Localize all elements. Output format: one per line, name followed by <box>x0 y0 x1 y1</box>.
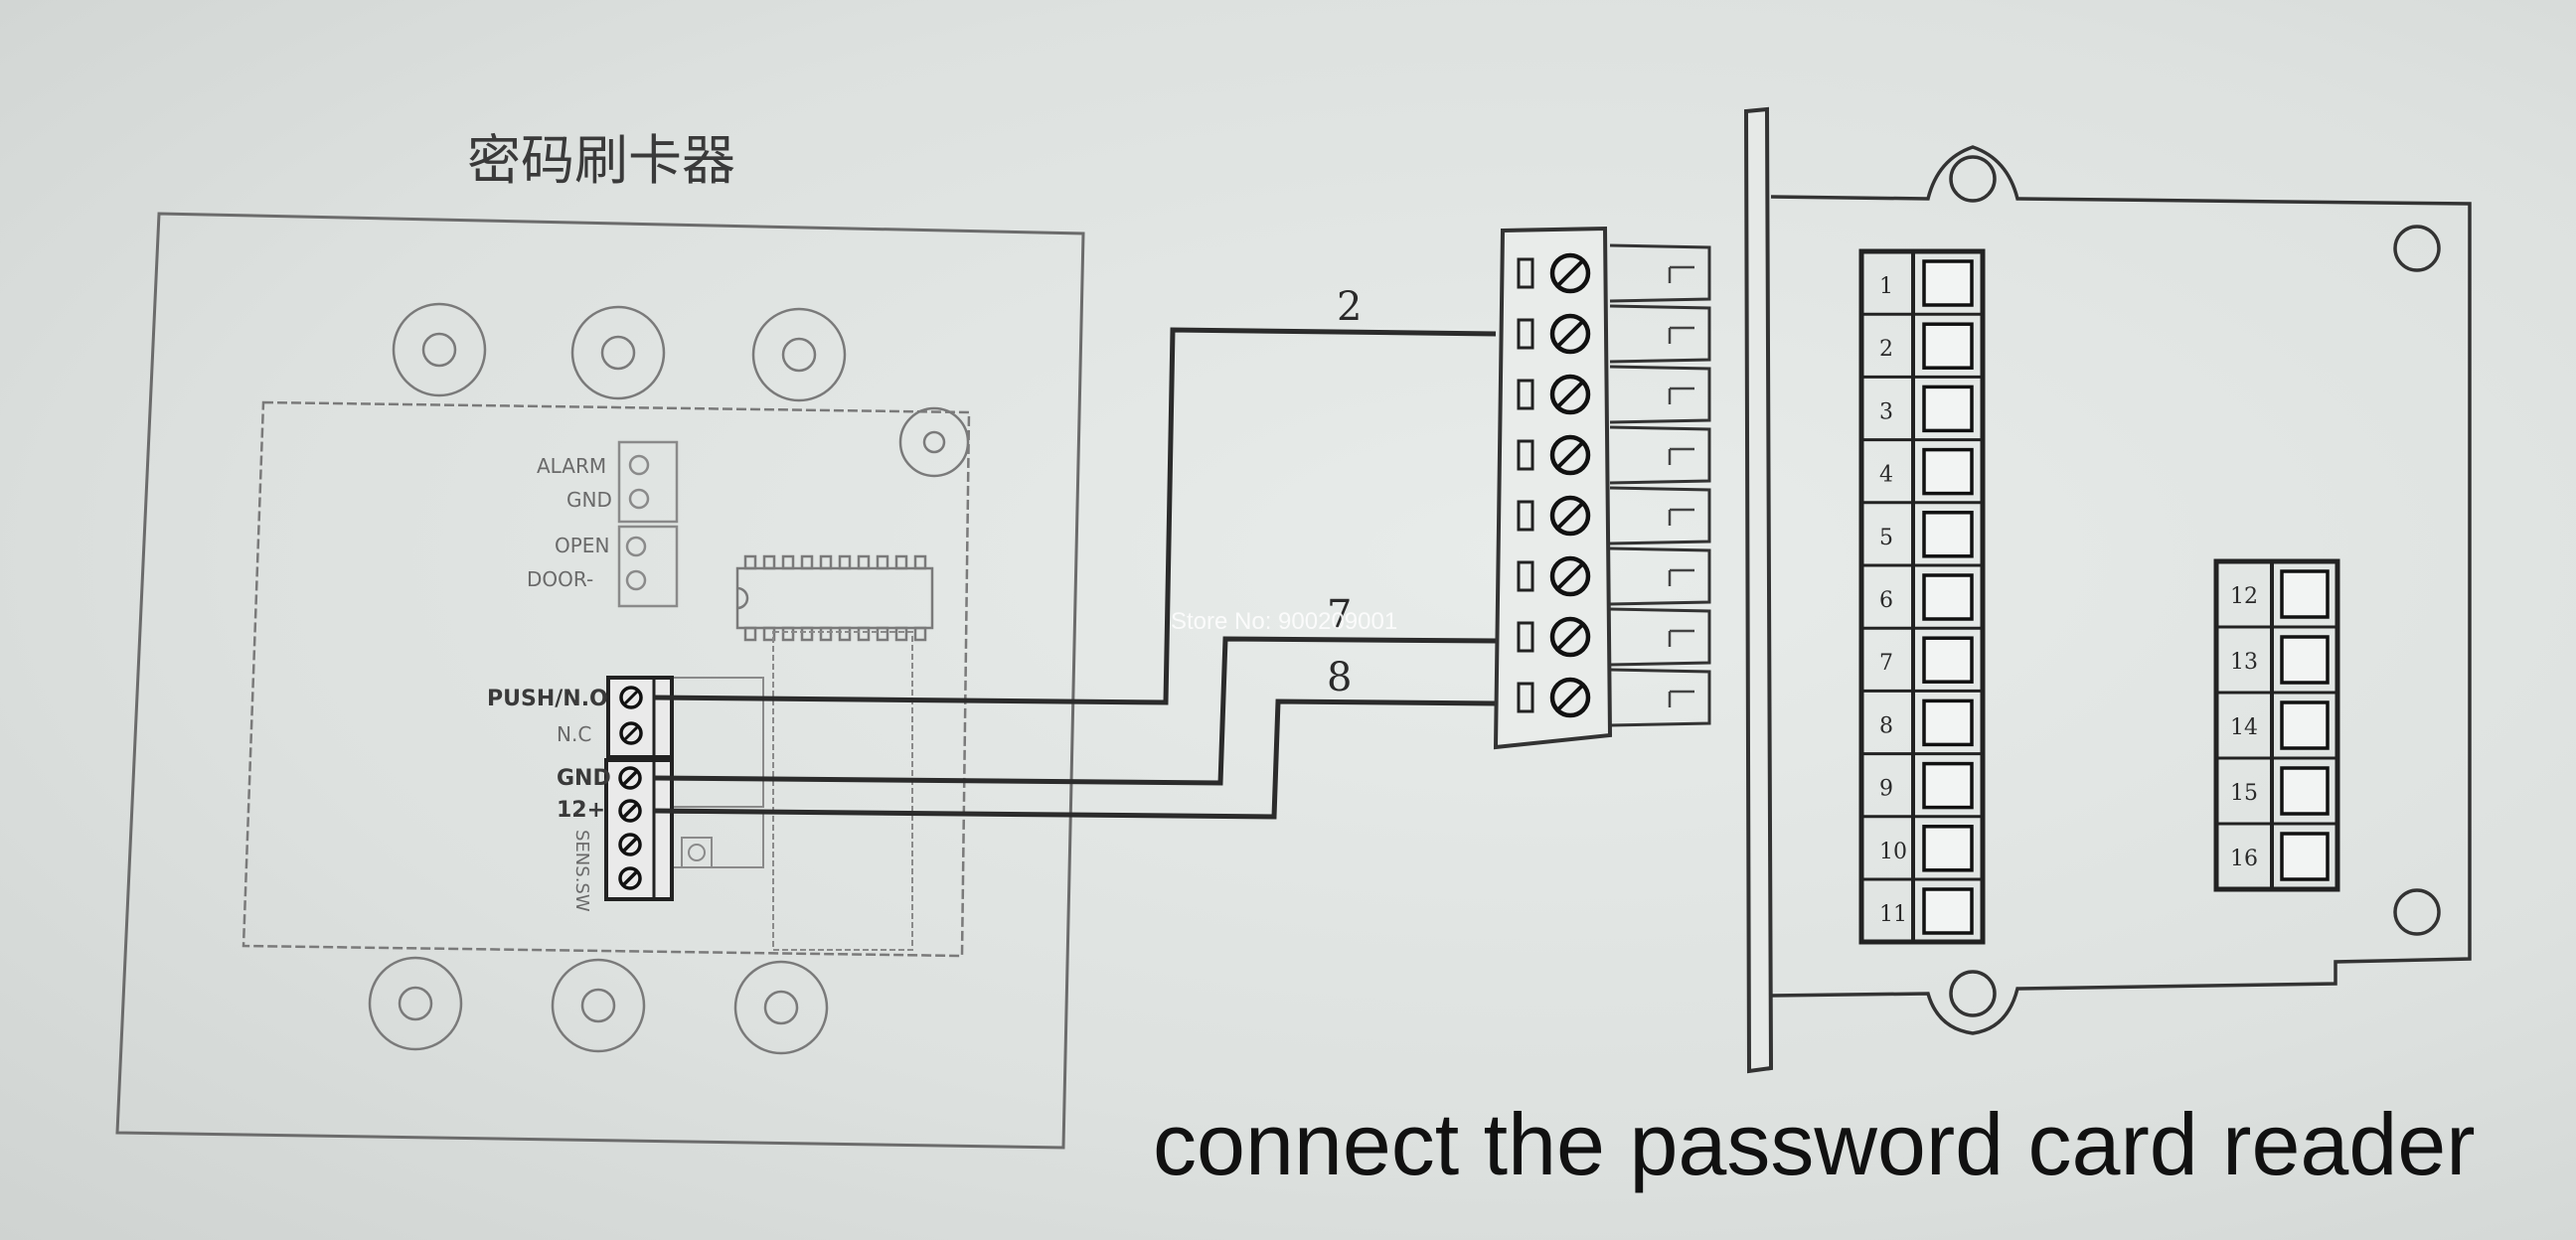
terminal-screw <box>2280 569 2330 619</box>
plug-row <box>1517 607 1711 667</box>
terminal-strip-right <box>2213 558 2340 892</box>
terminal-number: 9 <box>1879 777 1893 802</box>
reader-screw-holes-top <box>392 302 847 402</box>
ic-pin <box>743 554 757 570</box>
ic-pin <box>781 626 795 642</box>
terminal-number: 4 <box>1879 463 1893 488</box>
alarm-terminal-block <box>617 440 679 524</box>
plug-row <box>1517 546 1711 606</box>
label-push: PUSH/N.O <box>487 687 608 711</box>
terminal-screw <box>1922 511 1974 558</box>
wires <box>653 327 1497 820</box>
terminal-number: 2 <box>1879 337 1893 362</box>
ic-pin <box>800 626 814 642</box>
terminal-number: 16 <box>2230 847 2258 871</box>
plug-row <box>1517 425 1711 485</box>
terminal-number: 10 <box>1879 840 1907 864</box>
ic-pin <box>762 554 776 570</box>
reader-title: 密码刷卡器 <box>467 129 735 192</box>
ic-pin <box>819 626 833 642</box>
terminal-number: 11 <box>1879 902 1907 927</box>
label-open: OPEN <box>555 534 609 557</box>
label-sens: SENS.SW <box>571 830 592 912</box>
terminal-screw <box>1922 761 1974 810</box>
terminal-screw <box>1922 385 1974 433</box>
controller-board <box>1743 106 2472 1074</box>
controller-terminals-1-11: 1 2 3 4 5 6 7 8 9 10 11 <box>1858 248 1986 945</box>
terminal-screw <box>1922 887 1974 935</box>
ic-pin <box>894 626 908 642</box>
label-door: DOOR- <box>527 567 593 591</box>
ic-pin <box>894 554 908 570</box>
ic-pin <box>876 554 889 570</box>
ic-pin <box>857 554 871 570</box>
terminal-screw <box>1922 259 1974 307</box>
ic-pin <box>743 626 757 642</box>
door-terminal-block <box>617 525 679 608</box>
terminal-number: 13 <box>2230 650 2258 675</box>
store-watermark: Store No: 900209001 <box>1171 608 1397 635</box>
ic-pin <box>913 554 927 570</box>
ic-pin <box>838 554 852 570</box>
terminal-strip-left <box>1858 248 1986 945</box>
wire-8 <box>653 698 1497 820</box>
wire-label-8: 8 <box>1327 655 1352 700</box>
terminal-number: 14 <box>2230 715 2258 740</box>
wire-label-2: 2 <box>1337 284 1362 330</box>
label-nc: N.C <box>557 722 591 746</box>
terminal-number: 6 <box>1879 588 1893 613</box>
wire-2 <box>653 327 1497 705</box>
plug-row <box>1517 243 1711 303</box>
plug-row <box>1517 668 1711 727</box>
terminal-screw <box>1922 825 1974 872</box>
terminal-screw <box>2280 635 2330 685</box>
ic-chip <box>735 554 934 642</box>
caption: connect the password card reader <box>1153 1095 2476 1193</box>
terminal-number: 7 <box>1879 651 1893 676</box>
ic-pin <box>800 554 814 570</box>
terminal-number: 5 <box>1879 526 1893 550</box>
terminal-screw <box>1922 573 1974 621</box>
plug-row <box>1517 304 1711 364</box>
label-gnd: GND <box>557 766 611 791</box>
power-terminal-block <box>604 758 674 901</box>
terminal-screw <box>1922 698 1974 747</box>
terminal-screw <box>2280 832 2330 881</box>
ic-pin <box>838 626 852 642</box>
plug-row <box>1517 486 1711 545</box>
reader-outer-frame <box>115 212 1085 1150</box>
reader-screw-holes-bottom <box>368 956 829 1055</box>
label-gnd-top: GND <box>566 488 612 512</box>
terminal-screw <box>1922 447 1974 496</box>
ic-pin <box>819 554 833 570</box>
terminal-screw <box>1922 322 1974 370</box>
reader-inner-board <box>242 400 971 958</box>
terminal-number: 1 <box>1879 274 1893 299</box>
controller-terminals-12-16: 12 13 14 15 16 <box>2213 558 2340 892</box>
board-traces <box>671 631 913 951</box>
ic-pin <box>913 626 927 642</box>
label-alarm: ALARM <box>537 454 606 478</box>
terminal-number: 15 <box>2230 781 2258 806</box>
terminal-number: 8 <box>1879 713 1893 738</box>
terminal-screw <box>1922 636 1974 684</box>
wire-7 <box>653 636 1497 786</box>
terminal-number: 3 <box>1879 399 1893 424</box>
terminal-number: 12 <box>2230 584 2258 609</box>
push-terminal-block <box>606 676 674 759</box>
plug-row <box>1517 365 1711 424</box>
terminal-screw <box>2280 700 2330 750</box>
ic-pin <box>857 626 871 642</box>
ic-pin <box>876 626 889 642</box>
terminal-screw <box>2280 766 2330 816</box>
plug-connector <box>1493 226 1711 750</box>
board-mount-hole <box>898 406 970 478</box>
wire-label-7: 7 <box>1327 592 1352 638</box>
label-12v: 12+ <box>557 798 605 823</box>
ic-pin <box>781 554 795 570</box>
